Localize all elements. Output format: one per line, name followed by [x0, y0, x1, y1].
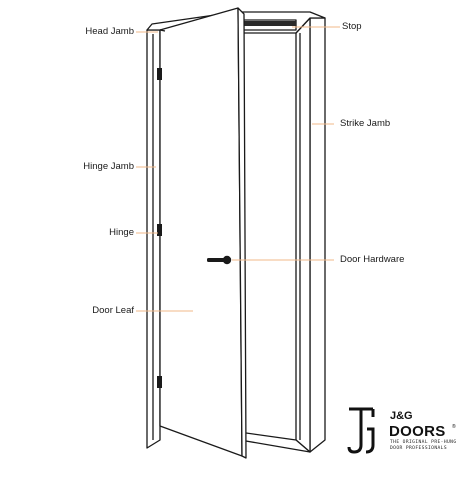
logo-brand-line2: DOORS	[389, 423, 446, 440]
handle-rose	[222, 255, 232, 265]
logo-registered-mark: ®	[452, 424, 456, 430]
lever-handle	[207, 258, 227, 262]
hinge-bottom	[157, 376, 162, 388]
hinge-top	[157, 68, 162, 80]
logo-tagline-1: THE ORIGINAL PRE-HUNG	[390, 440, 457, 445]
label-door-leaf: Door Leaf	[92, 305, 134, 316]
label-door-hardware: Door Hardware	[340, 254, 405, 265]
logo-brand-line1: J&G	[390, 410, 413, 422]
jg-logo-mark-icon	[347, 407, 375, 454]
door-leaf-edge	[237, 7, 247, 459]
label-head-jamb: Head Jamb	[85, 26, 134, 37]
hinge-middle	[157, 224, 162, 236]
label-strike-jamb: Strike Jamb	[340, 118, 391, 129]
label-stop: Stop	[342, 21, 362, 32]
strike-jamb-face	[295, 17, 311, 453]
door-leaf	[159, 7, 243, 457]
label-hinge: Hinge	[109, 227, 134, 238]
strike-jamb-outer	[309, 17, 326, 453]
logo-tagline-2: DOOR PROFESSIONALS	[390, 446, 447, 451]
label-hinge-jamb: Hinge Jamb	[83, 161, 134, 172]
stop-dark	[244, 21, 296, 26]
